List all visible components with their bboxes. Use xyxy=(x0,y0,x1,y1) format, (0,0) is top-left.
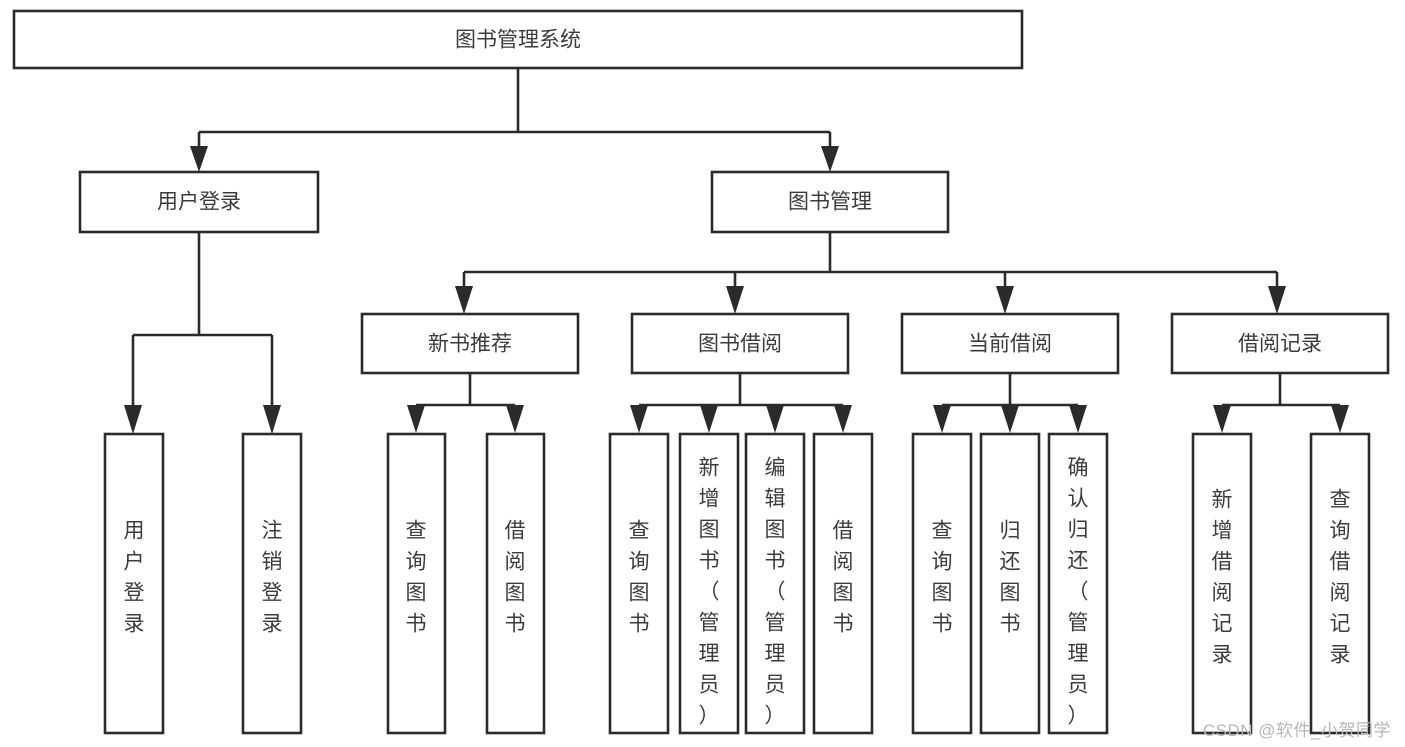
node-root[interactable]: 图书管理系统 xyxy=(12,9,1024,70)
node-borrow[interactable]: 图书借阅 xyxy=(630,312,850,375)
node-bookmgmt-label: 图书管理 xyxy=(788,191,872,214)
node-leaf2-label: 注销登录 xyxy=(262,520,283,636)
node-leaf2-box[interactable] xyxy=(241,432,303,735)
arrow-head-leaf7 xyxy=(766,405,784,433)
node-login[interactable]: 用户登录 xyxy=(78,170,320,234)
node-newbook[interactable]: 新书推荐 xyxy=(360,312,580,375)
arrow-head-login xyxy=(190,146,208,172)
node-leaf1-label: 用户登录 xyxy=(124,520,145,636)
node-leaf13[interactable]: 查询借阅记录 xyxy=(1309,432,1371,735)
node-leaf12[interactable]: 新增借阅记录 xyxy=(1191,432,1253,735)
node-leaf9[interactable]: 查询图书 xyxy=(911,432,973,735)
arrow-head-leaf10 xyxy=(1001,405,1019,433)
node-leaf10[interactable]: 归还图书 xyxy=(979,432,1041,735)
node-root-label: 图书管理系统 xyxy=(455,29,581,52)
node-leaf1-box[interactable] xyxy=(103,432,165,735)
arrow-head-borrow xyxy=(726,286,744,314)
node-root-box[interactable] xyxy=(12,9,1024,70)
node-current[interactable]: 当前借阅 xyxy=(900,312,1120,375)
node-leaf7-label: 编辑图书（管理员） xyxy=(765,456,786,727)
node-borrow-box[interactable] xyxy=(630,312,850,375)
node-leaf3-label: 查询图书 xyxy=(406,520,427,636)
node-leaf6[interactable]: 新增图书（管理员） xyxy=(678,432,740,735)
node-records-box[interactable] xyxy=(1170,312,1390,375)
node-leaf3[interactable]: 查询图书 xyxy=(386,432,447,735)
arrow-head-leaf1 xyxy=(124,405,142,434)
arrow-head-leaf6 xyxy=(700,405,718,433)
node-leaf2[interactable]: 注销登录 xyxy=(241,432,303,735)
arrow-head-leaf8 xyxy=(834,405,852,433)
node-bookmgmt[interactable]: 图书管理 xyxy=(710,170,950,234)
node-leaf9-label: 查询图书 xyxy=(932,520,953,636)
node-records[interactable]: 借阅记录 xyxy=(1170,312,1390,375)
node-login-label: 用户登录 xyxy=(157,191,241,214)
node-leaf12-label: 新增借阅记录 xyxy=(1212,489,1233,667)
arrow-head-leaf2 xyxy=(263,405,281,434)
node-leaf6-label: 新增图书（管理员） xyxy=(699,456,720,727)
node-leaf5-label: 查询图书 xyxy=(629,520,650,636)
node-newbook-label: 新书推荐 xyxy=(428,333,512,356)
node-leaf8[interactable]: 借阅图书 xyxy=(812,432,874,735)
arrow-head-leaf5 xyxy=(630,405,648,433)
arrow-head-leaf3 xyxy=(407,405,425,433)
arrow-head-leaf4 xyxy=(506,405,524,433)
node-leaf13-label: 查询借阅记录 xyxy=(1330,489,1351,667)
node-leaf1[interactable]: 用户登录 xyxy=(103,432,165,735)
node-leaf10-box[interactable] xyxy=(979,432,1041,735)
node-borrow-label: 图书借阅 xyxy=(698,333,782,356)
arrow-head-current xyxy=(996,286,1014,314)
arrow-head-leaf11 xyxy=(1069,405,1087,433)
node-leaf4[interactable]: 借阅图书 xyxy=(485,432,546,735)
node-current-label: 当前借阅 xyxy=(968,333,1052,356)
node-leaf6-box[interactable] xyxy=(678,432,740,735)
node-leaf11[interactable]: 确认归还（管理员） xyxy=(1047,432,1109,735)
node-leaf3-box[interactable] xyxy=(386,432,447,735)
arrow-head-newbook xyxy=(455,286,473,314)
node-leaf12-box[interactable] xyxy=(1191,432,1253,735)
node-leaf8-label: 借阅图书 xyxy=(833,520,854,636)
node-leaf4-label: 借阅图书 xyxy=(505,520,526,636)
node-leaf13-box[interactable] xyxy=(1309,432,1371,735)
arrow-head-leaf13 xyxy=(1331,405,1349,433)
node-leaf4-box[interactable] xyxy=(485,432,546,735)
node-leaf7[interactable]: 编辑图书（管理员） xyxy=(744,432,806,735)
node-leaf5[interactable]: 查询图书 xyxy=(608,432,670,735)
node-leaf11-box[interactable] xyxy=(1047,432,1109,735)
node-leaf8-box[interactable] xyxy=(812,432,874,735)
arrow-head-bookmgmt xyxy=(821,146,839,172)
arrow-head-records xyxy=(1268,286,1286,314)
node-leaf7-box[interactable] xyxy=(744,432,806,735)
node-current-box[interactable] xyxy=(900,312,1120,375)
arrow-head-leaf12 xyxy=(1213,405,1231,433)
node-bookmgmt-box[interactable] xyxy=(710,170,950,234)
node-leaf10-label: 归还图书 xyxy=(1000,520,1021,636)
arrow-head-leaf9 xyxy=(933,405,951,433)
node-login-box[interactable] xyxy=(78,170,320,234)
node-leaf11-label: 确认归还（管理员） xyxy=(1068,456,1089,727)
node-records-label: 借阅记录 xyxy=(1238,333,1322,356)
node-leaf9-box[interactable] xyxy=(911,432,973,735)
node-newbook-box[interactable] xyxy=(360,312,580,375)
connector-layer xyxy=(124,68,1349,434)
node-leaf5-box[interactable] xyxy=(608,432,670,735)
